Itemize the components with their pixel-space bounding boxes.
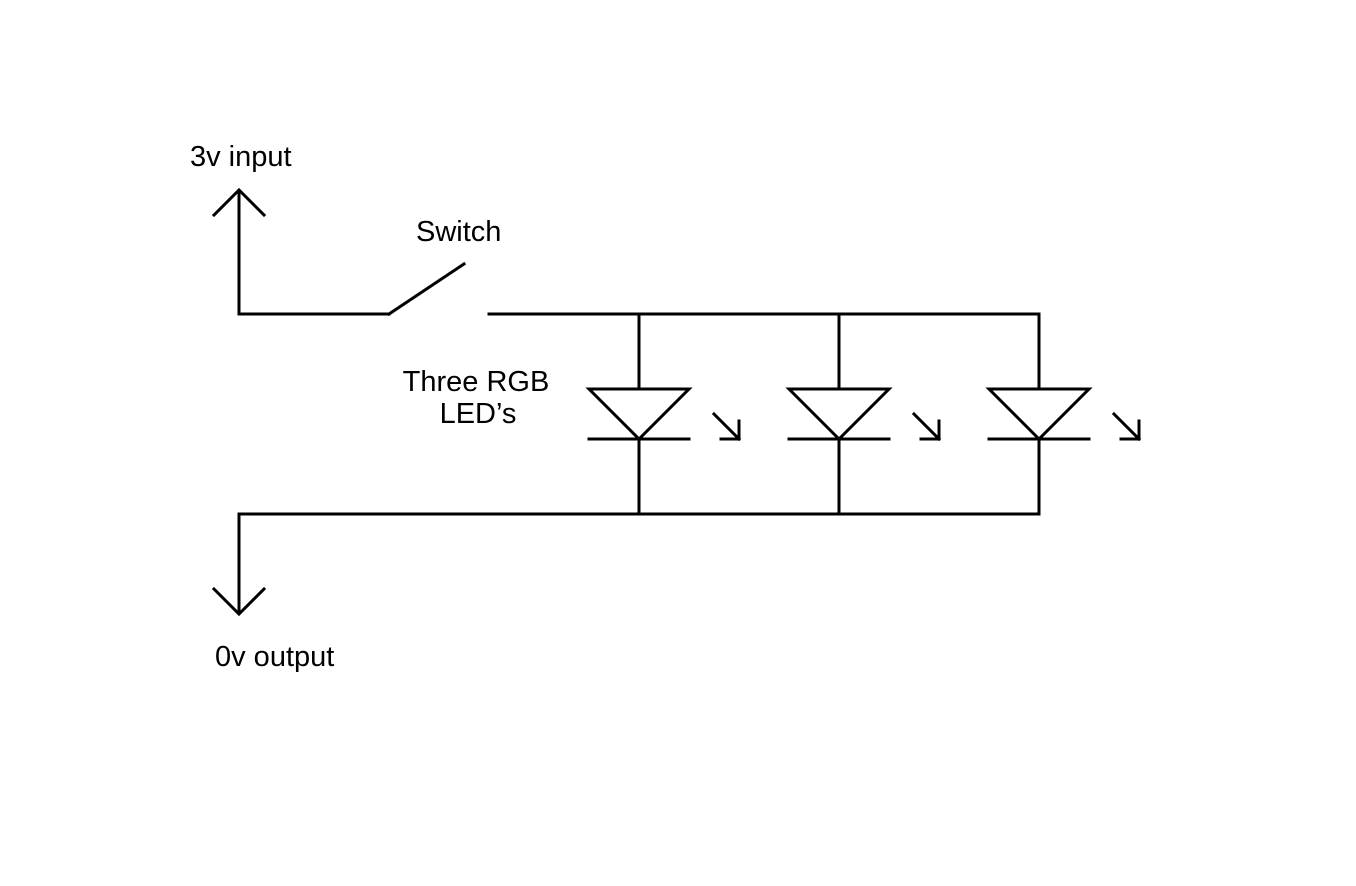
led-1 bbox=[585, 312, 742, 516]
input-arrow-head bbox=[211, 187, 267, 218]
input-label: 3v input bbox=[190, 141, 292, 173]
led-1-emission-arrow-icon bbox=[711, 411, 742, 442]
led-2 bbox=[785, 312, 942, 516]
input-wire bbox=[237, 190, 391, 316]
output-terminal bbox=[211, 512, 1041, 617]
led-3-emission-arrow-icon bbox=[1111, 411, 1142, 442]
led-3 bbox=[985, 312, 1142, 516]
leds-label-line-1: Three RGB bbox=[403, 366, 550, 398]
leds-label-line-2: LED’s bbox=[440, 398, 517, 430]
led-2-diode-triangle bbox=[785, 387, 893, 442]
output-arrow-head bbox=[211, 586, 267, 617]
led-1-diode-triangle bbox=[585, 387, 693, 442]
switch-label: Switch bbox=[416, 216, 501, 248]
input-terminal bbox=[211, 187, 391, 316]
led-3-diode-triangle bbox=[985, 387, 1093, 442]
output-label: 0v output bbox=[215, 641, 334, 673]
led-2-emission-arrow-icon bbox=[911, 411, 942, 442]
bottom-bus-wire bbox=[237, 512, 1041, 614]
switch-blade bbox=[386, 261, 467, 317]
